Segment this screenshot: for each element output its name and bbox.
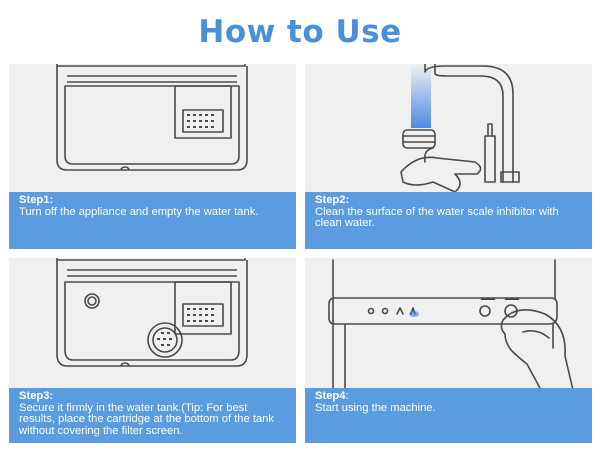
- step-label: Step3:: [19, 390, 54, 402]
- step-3-panel: Step3: Secure it firmly in the water tan…: [9, 258, 296, 443]
- step-3-caption: Step3: Secure it firmly in the water tan…: [9, 388, 296, 443]
- page-title: How to Use: [198, 14, 402, 50]
- step-2-caption: Step2: Clean the surface of the water sc…: [305, 192, 592, 249]
- water-stream: [411, 64, 431, 128]
- step-label: Step2:: [315, 194, 350, 206]
- step-description: Secure it firmly in the water tank.(Tip:…: [19, 401, 274, 437]
- step-1-caption: Step1: Turn off the appliance and empty …: [9, 192, 296, 249]
- step-4-caption: Step4: Start using the machine.: [305, 388, 592, 443]
- step-2-panel: Step2: Clean the surface of the water sc…: [305, 64, 592, 249]
- step-description: Clean the surface of the water scale inh…: [315, 205, 559, 229]
- step-label-line: Step4:: [315, 390, 582, 403]
- appliance-tank-illustration: [56, 64, 248, 171]
- step-4-panel: Step4: Start using the machine.: [305, 258, 592, 443]
- step-label-colon: :: [345, 390, 349, 402]
- step-label: Step1:: [19, 194, 54, 206]
- faucet-rinse-illustration: [400, 64, 520, 193]
- control-panel-illustration: [328, 259, 574, 390]
- step-description: Start using the machine.: [315, 401, 436, 414]
- step-label: Step4: [315, 390, 346, 402]
- step-description: Turn off the appliance and empty the wat…: [19, 205, 259, 218]
- cartridge-in-tank-illustration: [56, 258, 248, 367]
- step-1-panel: Step1: Turn off the appliance and empty …: [9, 64, 296, 249]
